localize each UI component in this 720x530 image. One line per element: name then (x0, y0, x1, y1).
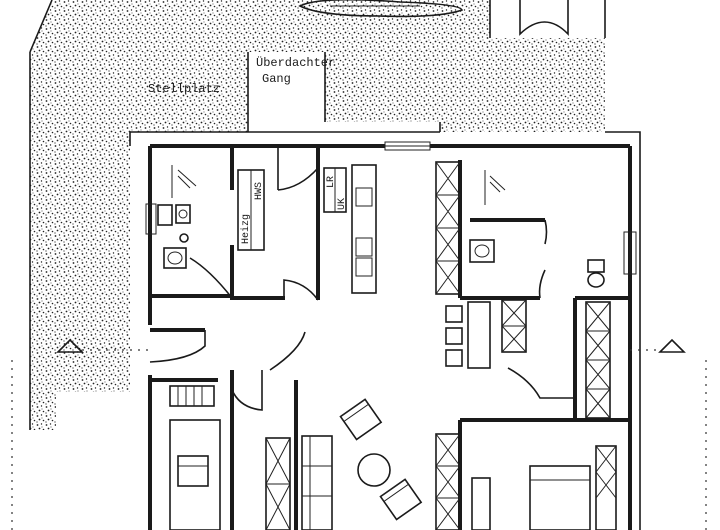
car-outline (298, 0, 464, 18)
section-marker-left (56, 338, 150, 353)
site-boundary (29, 0, 53, 430)
sofa (301, 435, 333, 530)
uk-label: UK (337, 198, 348, 210)
living-furniture (339, 398, 423, 521)
heating-label: Heizg (240, 214, 252, 244)
hws-label: HWS (254, 182, 265, 200)
right-window (623, 231, 637, 275)
section-marker-right (630, 338, 686, 353)
utility-cabinets (237, 167, 347, 251)
covered-walkway (247, 52, 326, 132)
bed (471, 465, 591, 530)
carport-label-top: Überdachter (256, 56, 335, 70)
exterior-walls (129, 122, 641, 530)
door-swings (149, 148, 575, 411)
carport-label-bottom: Gang (262, 72, 291, 86)
top-window (384, 141, 431, 151)
paving-area (30, 0, 605, 430)
storage-units (169, 385, 221, 530)
wardrobe-cabinets (265, 161, 617, 530)
left-window (145, 203, 157, 235)
dining-table (445, 301, 491, 369)
sanitary-fixtures (157, 204, 605, 288)
lr-label: LR (326, 176, 337, 188)
shower-symbol (171, 165, 506, 205)
kitchen-counter (351, 164, 377, 294)
carport-structure (489, 0, 606, 38)
parking-label: Stellplatz (148, 82, 220, 96)
